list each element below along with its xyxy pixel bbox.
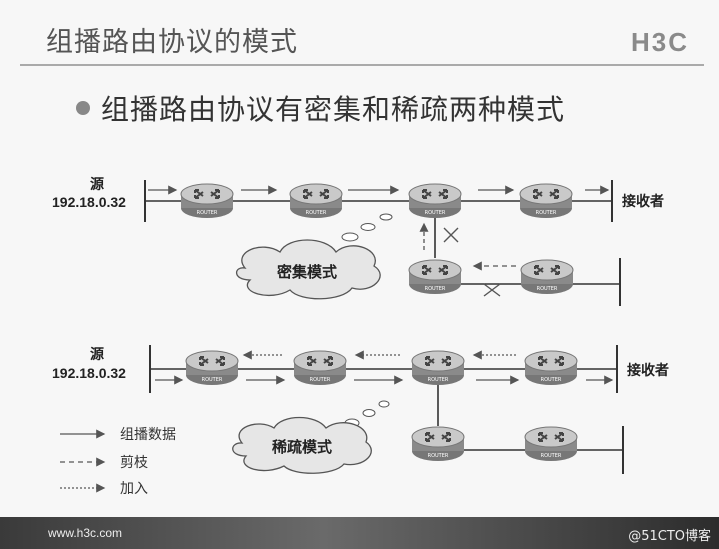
router-label: ROUTER (541, 453, 562, 459)
legend: 组播数据 剪枝 加入 (60, 427, 176, 497)
footer-url: www.h3c.com (48, 526, 123, 540)
bullet-dot-icon (76, 101, 90, 115)
sparse-mode-label: 稀疏模式 (272, 438, 332, 456)
router-label: ROUTER (310, 377, 331, 383)
sparse-source-ip: 192.18.0.32 (52, 365, 126, 381)
dense-router-5: ROUTER (408, 259, 462, 295)
router-label: ROUTER (306, 210, 327, 216)
dense-thought-bubbles (341, 213, 393, 242)
sparse-router-3: ROUTER (411, 350, 465, 386)
slide-title: 组播路由协议的模式 (46, 27, 298, 58)
router-label: ROUTER (541, 377, 562, 383)
legend-prune-label: 剪枝 (120, 455, 148, 471)
dense-router-6: ROUTER (520, 259, 574, 295)
dense-mode-label: 密集模式 (277, 263, 337, 281)
router-label: ROUTER (202, 377, 223, 383)
sparse-router-2: ROUTER (293, 350, 347, 386)
dense-prune-x-icon (483, 283, 501, 297)
dense-router-2: ROUTER (289, 183, 343, 219)
router-label: ROUTER (536, 210, 557, 216)
legend-multicast-label: 组播数据 (120, 427, 176, 443)
sparse-mode-cloud: 稀疏模式 (232, 416, 372, 474)
legend-join-label: 加入 (120, 481, 148, 497)
dense-source-label: 源 (90, 176, 104, 193)
dense-mode-cloud: 密集模式 (235, 239, 381, 300)
router-label: ROUTER (428, 453, 449, 459)
dense-router-3: ROUTER (408, 183, 462, 219)
h3c-logo: H3C (630, 27, 689, 57)
dense-receiver-label: 接收者 (622, 193, 664, 210)
title-divider (20, 64, 704, 66)
sparse-router-6: ROUTER (524, 426, 578, 462)
router-label: ROUTER (425, 286, 446, 292)
router-label: ROUTER (425, 210, 446, 216)
dense-source-ip: 192.18.0.32 (52, 194, 126, 210)
watermark: @51CTO博客 (628, 529, 711, 544)
footer-bar: www.h3c.com @51CTO博客 (0, 517, 719, 549)
router-label: ROUTER (537, 286, 558, 292)
router-label: ROUTER (197, 210, 218, 216)
bullet-text: 组播路由协议有密集和稀疏两种模式 (101, 93, 566, 126)
dense-router-1: ROUTER (180, 183, 234, 219)
sparse-receiver-label: 接收者 (627, 362, 669, 379)
dense-prune-x-icon (443, 227, 459, 243)
sparse-router-4: ROUTER (524, 350, 578, 386)
dense-router-4: ROUTER (519, 183, 573, 219)
sparse-router-5: ROUTER (411, 426, 465, 462)
sparse-source-label: 源 (90, 346, 104, 363)
sparse-router-1: ROUTER (185, 350, 239, 386)
router-label: ROUTER (428, 377, 449, 383)
